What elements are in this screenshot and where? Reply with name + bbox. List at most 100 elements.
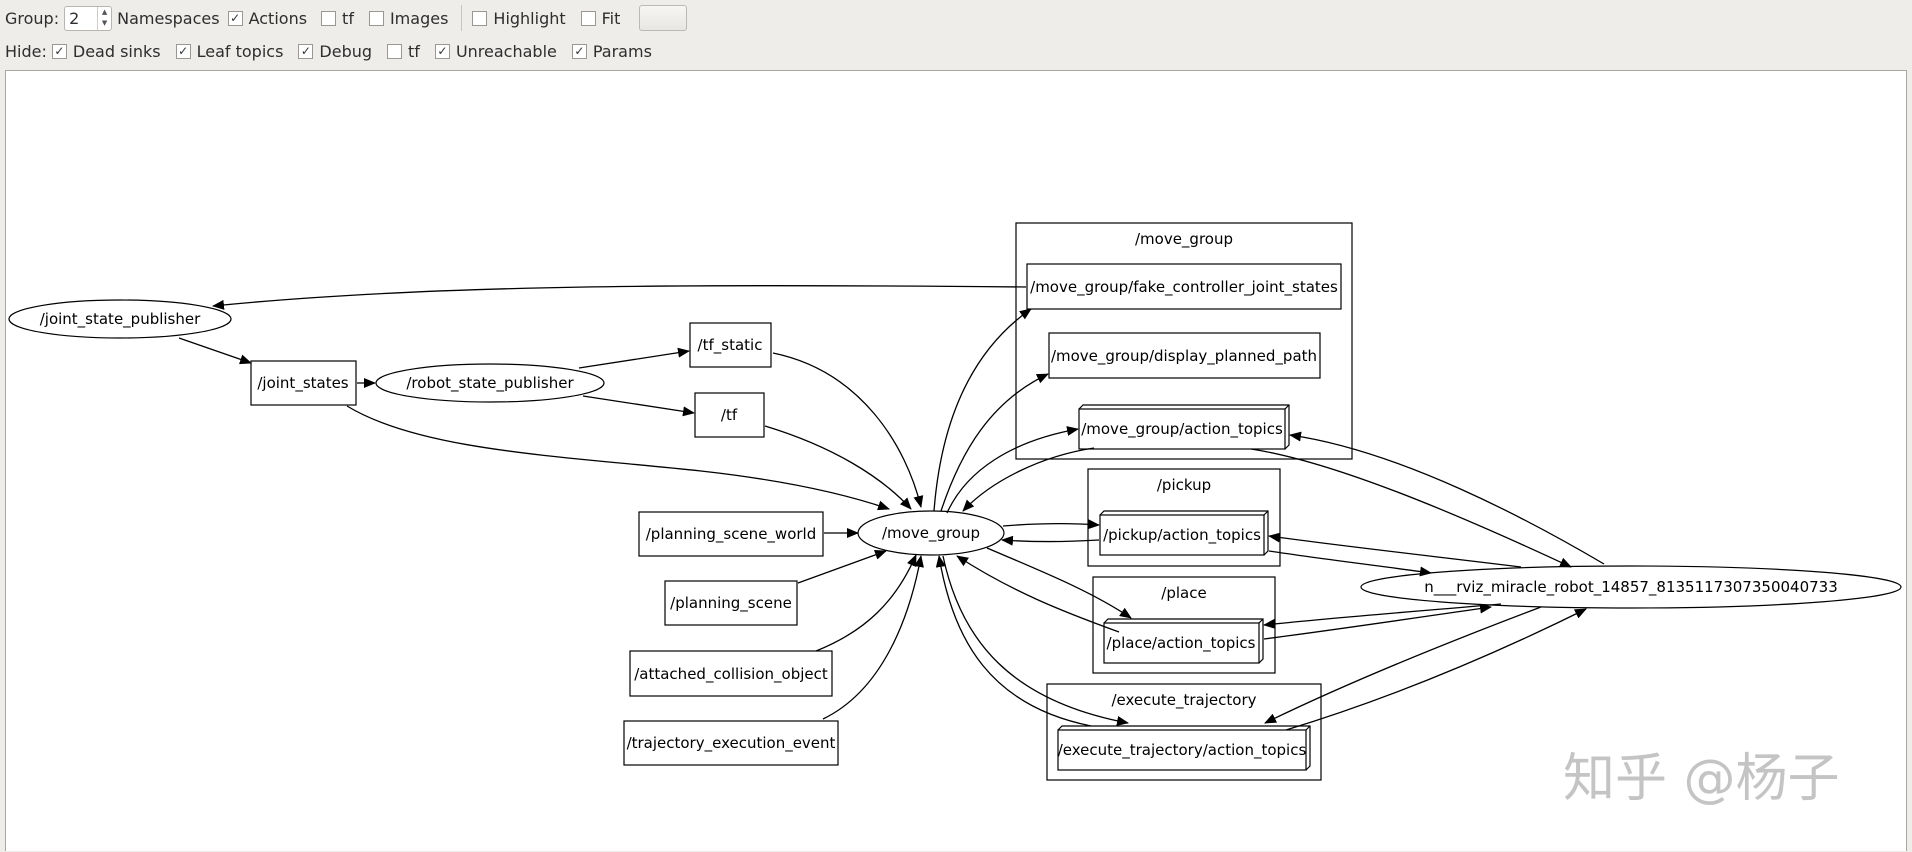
dead-sinks-check-icon[interactable]: ✓: [51, 43, 67, 59]
edge-tee-to-move-group: [822, 555, 924, 720]
topic-trajectory-execution-event-label: /trajectory_execution_event: [627, 734, 836, 753]
edge-place-to-move-group: [956, 555, 1120, 633]
cluster-place: /place: [1092, 576, 1276, 674]
action-execute-trajectory-action-topics[interactable]: /execute_trajectory/action_topics: [1057, 725, 1311, 771]
edge-exec-to-rviz: [1285, 608, 1587, 731]
node-rviz-label: n___rviz_miracle_robot_14857_81351173073…: [1424, 578, 1838, 597]
topic-tf-label: /tf: [721, 406, 738, 424]
edge-ps-to-move-group: [797, 550, 887, 584]
cluster-place-label: /place: [1161, 584, 1206, 602]
action-place-action-topics[interactable]: /place/action_topics: [1103, 618, 1264, 664]
action-place-action-topics-label: /place/action_topics: [1107, 634, 1256, 653]
tf-checkbox[interactable]: tf: [315, 9, 354, 28]
edge-move-group-to-fake-controller: [933, 308, 1032, 512]
node-robot-state-publisher[interactable]: /robot_state_publisher: [375, 363, 605, 403]
edge-tf-to-move-group: [764, 425, 912, 510]
node-move-group[interactable]: /move_group: [857, 510, 1005, 556]
edge-rviz-to-place: [1263, 603, 1502, 629]
fit-button[interactable]: [639, 5, 688, 31]
topic-trajectory-execution-event[interactable]: /trajectory_execution_event: [623, 720, 839, 766]
highlight-checkbox[interactable]: Highlight: [466, 8, 566, 28]
cluster-pickup-label: /pickup: [1157, 476, 1211, 494]
topic-attached-collision-object-label: /attached_collision_object: [634, 665, 828, 684]
topic-planning-scene-world[interactable]: /planning_scene_world: [638, 511, 824, 557]
dead-sinks-checkbox[interactable]: ✓ Dead sinks: [51, 42, 161, 61]
node-rviz[interactable]: n___rviz_miracle_robot_14857_81351173073…: [1360, 565, 1902, 609]
action-move-group-action-topics[interactable]: /move_group/action_topics: [1078, 404, 1290, 450]
edge-move-group-to-display-path: [940, 373, 1049, 512]
fit-checkbox[interactable]: Fit: [575, 8, 621, 28]
debug-check-icon[interactable]: ✓: [298, 43, 314, 59]
fit-label: Fit: [601, 8, 621, 28]
topic-tf[interactable]: /tf: [694, 392, 765, 438]
group-spinbox[interactable]: 2 ▲▼: [64, 5, 113, 31]
params-checkbox[interactable]: ✓ Params: [566, 42, 652, 61]
namespaces-check-icon[interactable]: ✓: [227, 10, 243, 26]
leaf-topics-check-icon[interactable]: ✓: [175, 43, 191, 59]
images-checkbox-box[interactable]: [368, 10, 384, 26]
highlight-checkbox-box[interactable]: [472, 10, 488, 26]
edge-exec-to-move-group: [935, 555, 1092, 727]
topic-fake-controller-joint-states-label: /move_group/fake_controller_joint_states: [1030, 278, 1338, 297]
topic-planning-scene[interactable]: /planning_scene: [664, 580, 798, 626]
debug-label: Debug: [319, 41, 373, 61]
cluster-move-group: /move_group: [1015, 222, 1353, 460]
group-spinbox-value: 2: [69, 8, 80, 28]
topic-joint-states[interactable]: /joint_states: [250, 360, 357, 406]
graph-canvas[interactable]: /move_group /pickup /place /execute_traj…: [5, 70, 1907, 851]
unreachable-checkbox[interactable]: ✓ Unreachable: [429, 42, 557, 61]
spin-arrows-icon[interactable]: ▲▼: [97, 6, 111, 30]
namespaces-checkbox[interactable]: ✓: [214, 10, 249, 26]
topic-fake-controller-joint-states[interactable]: /move_group/fake_controller_joint_states: [1026, 263, 1342, 310]
action-pickup-action-topics[interactable]: /pickup/action_topics: [1099, 510, 1269, 556]
edge-rviz-to-pickup: [1268, 532, 1522, 568]
edge-jsp-to-joint-states: [178, 337, 252, 365]
debug-checkbox[interactable]: ✓ Debug: [292, 42, 372, 61]
topic-planning-scene-label: /planning_scene: [670, 594, 792, 613]
edge-pickup-to-move-group: [1001, 535, 1100, 546]
unreachable-check-icon[interactable]: ✓: [434, 43, 450, 59]
edge-aco-to-move-group: [815, 554, 917, 652]
edge-mg-action-to-rviz: [1250, 448, 1572, 568]
hide-tf-checkbox-box[interactable]: [387, 43, 403, 59]
images-label: Images: [389, 8, 449, 28]
edge-joint-states-to-move-group: [346, 405, 890, 511]
node-robot-state-publisher-label: /robot_state_publisher: [406, 374, 574, 393]
edge-mg-action-to-move-group: [962, 447, 1095, 512]
hide-tf-label: tf: [408, 41, 420, 61]
zhihu-watermark: 知乎 @杨子: [1563, 749, 1840, 809]
node-joint-state-publisher-label: /joint_state_publisher: [40, 310, 201, 329]
params-check-icon[interactable]: ✓: [571, 43, 587, 59]
fit-checkbox-box[interactable]: [580, 10, 596, 26]
tf-checkbox-box[interactable]: [321, 10, 337, 26]
images-checkbox[interactable]: Images: [363, 9, 448, 28]
node-joint-state-publisher[interactable]: /joint_state_publisher: [8, 299, 232, 339]
leaf-topics-label: Leaf topics: [196, 41, 284, 61]
edge-pickup-to-rviz: [1268, 550, 1432, 577]
toolbar-hide-row: Hide: ✓ Dead sinks ✓ Leaf topics ✓ Debug…: [0, 34, 1912, 68]
action-pickup-action-topics-label: /pickup/action_topics: [1103, 526, 1261, 545]
rqt-graph-svg[interactable]: /move_group /pickup /place /execute_traj…: [6, 71, 1908, 852]
edge-place-to-rviz: [1263, 603, 1492, 640]
hide-tf-checkbox[interactable]: tf: [381, 42, 420, 61]
highlight-label: Highlight: [493, 8, 566, 28]
cluster-pickup: /pickup: [1087, 468, 1281, 567]
params-label: Params: [592, 41, 652, 61]
group-label: Group:: [5, 8, 60, 28]
actions-label[interactable]: Actions: [248, 8, 308, 28]
leaf-topics-checkbox[interactable]: ✓ Leaf topics: [170, 41, 284, 61]
hide-label: Hide:: [5, 41, 47, 61]
cluster-execute-trajectory: /execute_trajectory: [1046, 683, 1322, 781]
topic-attached-collision-object[interactable]: /attached_collision_object: [629, 650, 833, 697]
topic-tf-static[interactable]: /tf_static: [689, 322, 772, 368]
topic-display-planned-path[interactable]: /move_group/display_planned_path: [1048, 332, 1321, 379]
toolbar-separator: [461, 5, 463, 31]
topic-joint-states-label: /joint_states: [257, 374, 348, 393]
edge-fake-controller-to-jsp: [212, 284, 1027, 310]
edge-rsp-to-tf: [582, 395, 695, 417]
topic-planning-scene-world-label: /planning_scene_world: [646, 525, 816, 544]
edge-rviz-to-exec: [1264, 606, 1542, 724]
edge-move-group-to-pickup: [1002, 519, 1100, 530]
toolbar-group-row: Group: 2 ▲▼ Namespaces ✓ Actions tf Imag…: [0, 1, 1912, 35]
edge-move-group-to-place: [986, 547, 1132, 619]
